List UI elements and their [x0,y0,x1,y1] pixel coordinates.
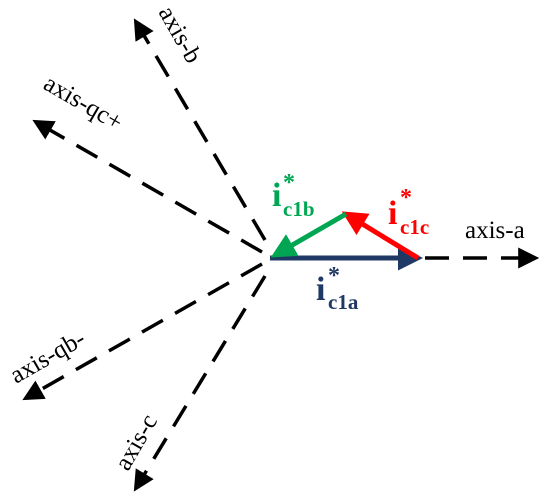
vector-c1b-subscript: c1b [283,197,315,221]
axis-b-line [133,18,267,241]
vector-c1c-subscript: c1c [400,215,429,239]
vector-c1a-superscript: * [328,263,340,289]
axis-b-label: axis-b [153,2,207,68]
vector-c1c-arrow [341,211,420,261]
axis-qb-minus-label: axis-qb- [6,325,90,389]
axis-c-line [133,275,267,492]
vector-c1b-label: i * c1b [272,170,315,221]
vector-c1a-subscript: c1a [328,290,359,314]
axes-group [22,18,540,492]
vector-c1c-symbol: i [388,195,397,232]
vector-c1b-superscript: * [283,170,295,196]
vector-c1a-label: i * c1a [316,263,359,314]
axis-qc-plus-line [32,119,263,254]
axis-c-label: axis-c [110,410,163,475]
vector-c1b-symbol: i [272,177,281,214]
axis-qb-minus-line [22,262,263,401]
vector-c1a-symbol: i [316,271,325,308]
vector-c1b-arrow [270,211,348,258]
vector-c1c-superscript: * [400,185,412,211]
axis-qc-plus-label: axis-qc+ [39,70,127,137]
vector-c1c-label: i * c1c [388,185,429,239]
axis-a-label: axis-a [465,217,525,244]
